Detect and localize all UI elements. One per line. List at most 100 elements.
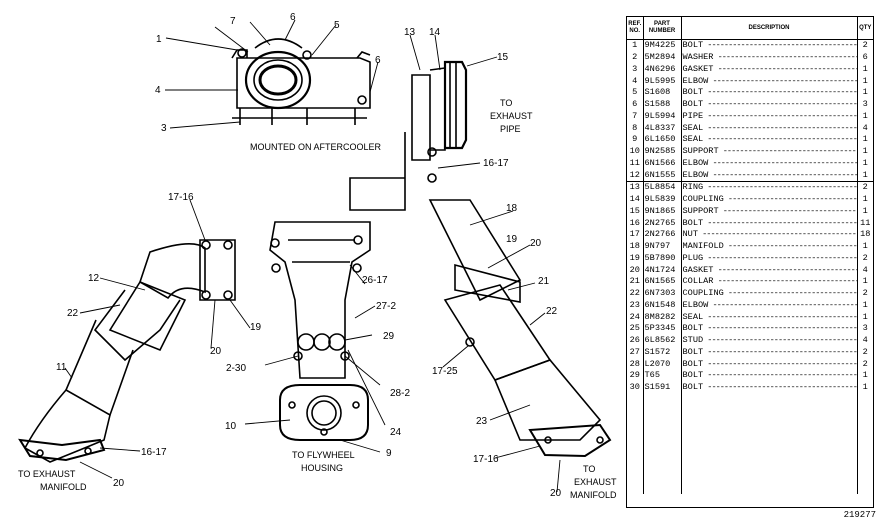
callout-20-bottom: 20 xyxy=(550,488,562,499)
callout-29: 29 xyxy=(383,331,395,342)
part-number-cell: 6N1548 xyxy=(643,299,682,312)
part-number-cell: 6N7303 xyxy=(643,287,682,300)
flywheel-flange xyxy=(279,384,369,441)
callout-9: 9 xyxy=(386,448,392,459)
ref-cell: 1 xyxy=(627,39,644,52)
callout-19-right: 19 xyxy=(506,234,518,245)
qty-cell: 1 xyxy=(862,276,868,287)
callout-28-2: 28-2 xyxy=(390,388,410,399)
callout-17-25: 17-25 xyxy=(432,366,458,377)
part-number-cell: 9M4225 xyxy=(643,39,682,52)
qty-cell: 11 xyxy=(860,217,871,228)
callout-16-17-left: 16-17 xyxy=(141,447,167,458)
description-cell: NUT xyxy=(681,229,858,241)
ref-cell: 15 xyxy=(627,205,644,218)
part-number-cell: 9L5995 xyxy=(643,75,682,87)
captions: MOUNTED ON AFTERCOOLER TO EXHAUST PIPE T… xyxy=(18,98,617,500)
description-cell: BOLT xyxy=(681,217,858,229)
description-cell: COLLAR xyxy=(681,276,858,288)
qty-cell: 4 xyxy=(862,122,868,133)
callout-20-left: 20 xyxy=(113,478,125,489)
description-cell: SEAL xyxy=(681,134,858,146)
part-number-cell: 6L8562 xyxy=(643,334,682,347)
table-row: 19M4225BOLT2 xyxy=(627,39,873,52)
description-cell: SUPPORT xyxy=(681,145,858,158)
description-cell: GASKET xyxy=(681,264,858,276)
description-cell: PLUG xyxy=(681,252,858,265)
part-number-cell: 9N1865 xyxy=(643,205,682,218)
exhaust-pipe-coupling xyxy=(349,60,468,211)
callout-7: 6 xyxy=(290,12,296,23)
support-bracket xyxy=(269,221,371,379)
ref-cell: 2 xyxy=(627,51,644,64)
description-cell: BOLT xyxy=(681,98,858,111)
ref-cell: 24 xyxy=(627,311,644,323)
qty-cell: 1 xyxy=(862,370,868,381)
table-row: 226N7303COUPLING2 xyxy=(627,287,873,300)
header-ref-no: REF. NO. xyxy=(627,17,644,40)
callout-27-2: 27-2 xyxy=(376,301,396,312)
caption-exhaust-pipe-3: PIPE xyxy=(500,124,521,134)
part-number-cell: S1608 xyxy=(643,87,682,99)
part-number-cell: 4L8337 xyxy=(643,122,682,134)
qty-cell: 2 xyxy=(862,252,868,263)
qty-cell: 2 xyxy=(862,288,868,299)
ref-cell: 16 xyxy=(627,217,644,229)
description-cell: RING xyxy=(681,180,858,194)
description-cell: SEAL xyxy=(681,311,858,323)
description-cell: BOLT xyxy=(681,87,858,99)
description-cell: ELBOW xyxy=(681,75,858,87)
table-row: 5S1608BOLT1 xyxy=(627,87,873,99)
description-cell: ELBOW xyxy=(681,299,858,312)
part-number-cell: 9N797 xyxy=(643,240,682,253)
part-number-cell: 5P3345 xyxy=(643,323,682,335)
part-number-cell: T65 xyxy=(643,370,682,382)
part-number-cell: 4N6296 xyxy=(643,63,682,76)
part-number-cell: 4N1724 xyxy=(643,264,682,276)
table-row: 109N2585SUPPORT1 xyxy=(627,145,873,158)
caption-right-manifold-1: TO xyxy=(583,464,595,474)
qty-cell: 2 xyxy=(862,40,868,51)
callout-10: 10 xyxy=(225,421,237,432)
table-row: 162N2765BOLT11 xyxy=(627,217,873,229)
caption-left-manifold-1: TO EXHAUST xyxy=(18,469,76,479)
header-description: DESCRIPTION xyxy=(681,17,858,40)
ref-cell: 4 xyxy=(627,75,644,87)
qty-cell: 1 xyxy=(862,75,868,86)
ref-cell: 25 xyxy=(627,323,644,335)
description-cell: BOLT xyxy=(681,381,858,394)
header-qty: QTY xyxy=(857,17,873,40)
qty-cell: 1 xyxy=(862,87,868,98)
table-row: 189N797MANIFOLD1 xyxy=(627,240,873,253)
part-number-cell: L2070 xyxy=(643,358,682,370)
table-row: 126N1555ELBOW1 xyxy=(627,169,873,182)
header-part-number: PART NUMBER xyxy=(643,17,682,40)
part-number-cell: 5B7890 xyxy=(643,252,682,265)
part-number-cell: 2N2766 xyxy=(643,229,682,241)
table-empty-space xyxy=(627,393,873,494)
qty-cell: 1 xyxy=(862,146,868,157)
ref-cell: 7 xyxy=(627,110,644,123)
qty-cell: 2 xyxy=(857,180,873,194)
callout-17-16-left: 17-16 xyxy=(168,192,194,203)
ref-cell: 27 xyxy=(627,346,644,359)
description-cell: STUD xyxy=(681,334,858,347)
description-cell: ELBOW xyxy=(681,157,858,170)
caption-flywheel-2: HOUSING xyxy=(301,463,343,473)
table-row: 204N1724GASKET4 xyxy=(627,264,873,276)
ref-cell: 28 xyxy=(627,358,644,370)
caption-mounted: MOUNTED ON AFTERCOOLER xyxy=(250,142,382,152)
qty-cell: 1 xyxy=(862,110,868,121)
callout-17-16-right: 17-16 xyxy=(473,454,499,465)
ref-cell: 6 xyxy=(627,98,644,111)
callout-13: 13 xyxy=(404,27,416,38)
callout-leader-lines xyxy=(64,19,561,493)
qty-cell: 1 xyxy=(862,169,868,180)
part-number-cell: 5M2894 xyxy=(643,51,682,64)
part-number-cell: 8M8282 xyxy=(643,311,682,323)
callout-labels: 1 7 6 5 6 4 3 13 14 15 16-17 17-16 12 22… xyxy=(56,12,562,499)
qty-cell: 3 xyxy=(862,99,868,110)
ref-cell: 10 xyxy=(627,145,644,158)
